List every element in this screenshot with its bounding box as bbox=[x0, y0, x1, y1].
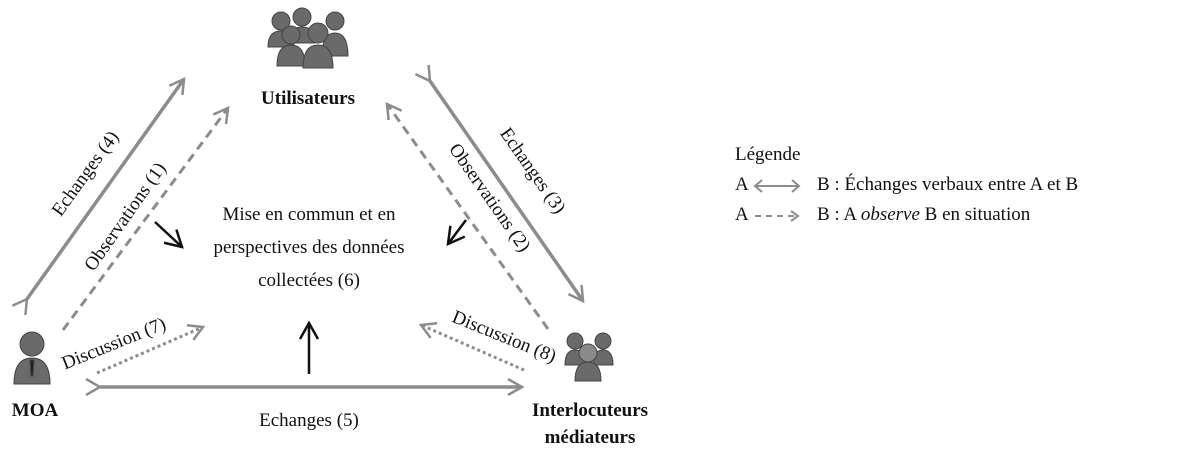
legend-observe-a: A bbox=[735, 204, 749, 225]
arrow-to-center-left bbox=[154, 221, 182, 247]
legend-row-observe: A B : A observe B en situation bbox=[735, 200, 1078, 230]
legend-exchange-symbol: A bbox=[735, 170, 817, 200]
arrow-observations-1 bbox=[61, 108, 228, 331]
moa-person-icon bbox=[13, 331, 51, 385]
label-echanges-4: Echanges (4) bbox=[48, 127, 124, 220]
arrow-to-center-right bbox=[448, 219, 467, 244]
arrow-echanges-3 bbox=[430, 81, 583, 301]
legend-observe-text-pre: B : A bbox=[817, 204, 861, 225]
center-text-line3: collectées (6) bbox=[258, 270, 360, 291]
arrow-discussion-7 bbox=[96, 327, 203, 375]
moa-label: MOA bbox=[12, 400, 59, 421]
legend-observe-emphasis: observe bbox=[860, 204, 920, 225]
interlocutors-group-icon bbox=[564, 332, 614, 382]
double-arrow-icon bbox=[753, 179, 801, 193]
arrow-discussion-8 bbox=[421, 325, 525, 372]
label-discussion-8: Discussion (8) bbox=[449, 307, 559, 368]
interlocutors-label-line1: Interlocuteurs bbox=[532, 400, 648, 421]
legend: Légende A B : Échanges verbaux entre A e… bbox=[735, 140, 1078, 230]
legend-exchange-text: B : Échanges verbaux entre A et B bbox=[817, 174, 1079, 195]
interlocutors-label-line2: médiateurs bbox=[545, 427, 636, 448]
legend-observe-text-post: B en situation bbox=[919, 204, 1031, 225]
users-group-icon bbox=[267, 7, 349, 69]
arrow-observations-2 bbox=[387, 104, 550, 330]
center-text-line2: perspectives des données bbox=[214, 237, 405, 258]
dashed-arrow-icon bbox=[755, 210, 800, 222]
arrow-echanges-4 bbox=[27, 79, 184, 299]
label-echanges-5: Echanges (5) bbox=[259, 410, 359, 431]
legend-title: Légende bbox=[735, 144, 801, 165]
center-text-line1: Mise en commun et en bbox=[222, 204, 396, 225]
users-label: Utilisateurs bbox=[261, 88, 355, 109]
legend-exchange-a: A bbox=[735, 174, 749, 195]
legend-row-exchange: A B : Échanges verbaux entre A et B bbox=[735, 170, 1078, 200]
legend-observe-symbol: A bbox=[735, 200, 817, 230]
